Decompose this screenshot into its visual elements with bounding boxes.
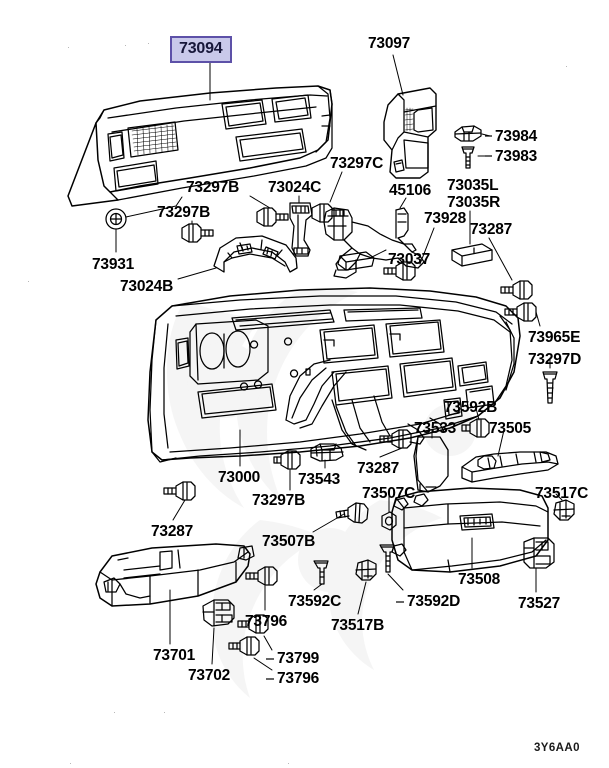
scan-speck: [114, 712, 115, 713]
part-73965E-bolt: [504, 302, 537, 322]
scan-speck: [164, 712, 165, 713]
part-label-73983[interactable]: 73983: [495, 148, 538, 165]
part-73984-clip: [454, 125, 482, 142]
part-73543-clip: [310, 443, 344, 462]
part-73527-stopper: [523, 537, 555, 569]
scan-speck: [148, 43, 149, 44]
part-label-73507C[interactable]: 73507C: [362, 485, 416, 502]
part-73297B-bolt-upper: [256, 207, 289, 227]
part-73287-bolt-left-lower: [163, 481, 196, 501]
part-73796-bolt-bottom: [228, 636, 260, 656]
part-73928-bolt: [383, 261, 416, 281]
part-label-73984[interactable]: 73984: [495, 128, 538, 145]
scan-speck: [125, 45, 126, 46]
part-label-73037[interactable]: 73037: [388, 251, 431, 268]
part-73983-screw: [461, 146, 475, 169]
part-label-73799[interactable]: 73799: [277, 650, 320, 667]
part-label-73024B[interactable]: 73024B: [120, 278, 174, 295]
scan-speck: [566, 66, 567, 67]
part-label-73505[interactable]: 73505: [489, 420, 532, 437]
part-73024C-bracket: [289, 202, 313, 257]
part-label-73543[interactable]: 73543: [298, 471, 341, 488]
part-73287-bolt-mid-right: [379, 429, 412, 449]
part-label-73094[interactable]: 73094: [170, 36, 232, 63]
part-label-73592B[interactable]: 73592B: [444, 399, 498, 416]
part-73297B-bolt-mid: [181, 223, 214, 243]
part-label-73517B[interactable]: 73517B: [331, 617, 385, 634]
scan-speck: [68, 47, 69, 48]
part-label-73297B-lower[interactable]: 73297B: [252, 492, 306, 509]
part-label-73507B[interactable]: 73507B: [262, 533, 316, 550]
scan-speck: [28, 281, 29, 282]
diagram-code: 3Y6AA0: [534, 742, 580, 754]
leader-lines: [115, 54, 563, 671]
part-label-73287-left-lower[interactable]: 73287: [151, 523, 194, 540]
part-label-73000[interactable]: 73000: [218, 469, 261, 486]
part-73517C-clip: [553, 499, 575, 521]
part-label-73796-right[interactable]: 73796: [245, 613, 288, 630]
part-label-73965E[interactable]: 73965E: [528, 329, 581, 346]
part-73702-bracket: [202, 599, 235, 627]
part-label-73097[interactable]: 73097: [368, 35, 411, 52]
scan-speck: [288, 763, 289, 764]
scan-speck: [70, 763, 71, 764]
part-label-73297D[interactable]: 73297D: [528, 351, 582, 368]
part-73297B-bolt-lower: [273, 450, 301, 470]
part-73701-lower-tray: [95, 543, 255, 607]
part-label-73592C[interactable]: 73592C: [288, 593, 342, 610]
part-73592B-bolt: [461, 418, 490, 438]
part-73507B-bolt: [335, 502, 369, 524]
part-label-73508[interactable]: 73508: [458, 571, 501, 588]
part-label-73527[interactable]: 73527: [518, 595, 561, 612]
part-73796-bolt-right: [245, 566, 278, 586]
part-label-73931[interactable]: 73931: [92, 256, 135, 273]
part-73024B-handle: [213, 235, 298, 273]
part-label-73592D[interactable]: 73592D: [407, 593, 461, 610]
part-label-73035R[interactable]: 73035R: [447, 194, 501, 211]
part-label-73796-bottom[interactable]: 73796: [277, 670, 320, 687]
part-label-73035L[interactable]: 73035L: [447, 177, 499, 194]
part-73287-bolt-upper-right: [500, 280, 533, 300]
part-label-73702[interactable]: 73702: [188, 667, 231, 684]
part-label-73297B-upper[interactable]: 73297B: [186, 179, 240, 196]
part-label-73297B-mid[interactable]: 73297B: [157, 204, 211, 221]
part-label-73517C[interactable]: 73517C: [535, 485, 589, 502]
part-label-73701[interactable]: 73701: [153, 647, 196, 664]
part-label-73287-upper-right[interactable]: 73287: [470, 221, 513, 238]
part-73592C-screw: [313, 560, 329, 585]
part-label-73287-mid-right[interactable]: 73287: [357, 460, 400, 477]
part-73037-trim: [337, 251, 375, 271]
part-73097-side-cover: [383, 87, 437, 179]
part-73517B-clip: [355, 559, 377, 581]
part-label-45106[interactable]: 45106: [389, 182, 432, 199]
part-73508-glove-box: [391, 487, 549, 573]
part-73297D-screw: [542, 371, 558, 404]
part-73799-bolt: [237, 614, 269, 634]
part-label-73024C[interactable]: 73024C: [268, 179, 322, 196]
part-73035-cover: [451, 243, 493, 267]
part-73533-panel: [413, 436, 449, 493]
part-label-73928[interactable]: 73928: [424, 210, 467, 227]
part-73000-instrument-panel: [147, 287, 521, 463]
part-label-73297C[interactable]: 73297C: [330, 155, 384, 172]
part-label-73533[interactable]: 73533: [414, 420, 457, 437]
part-73505-latch-arm: [461, 451, 559, 483]
